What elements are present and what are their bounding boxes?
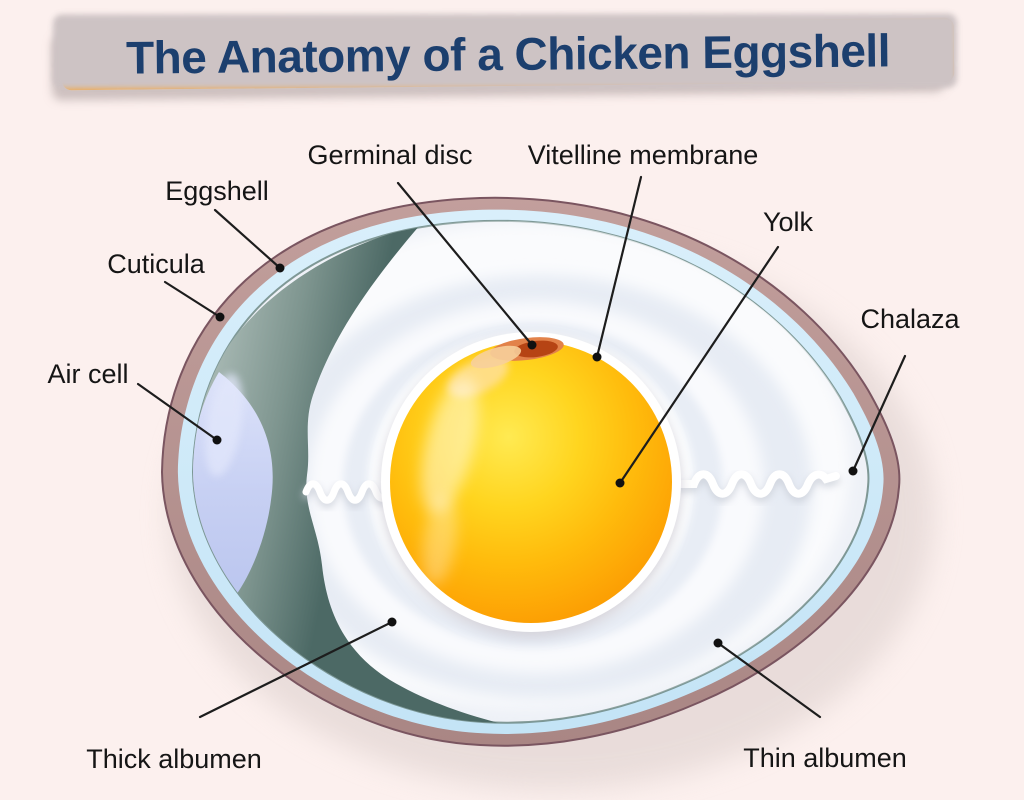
label-cuticula: Cuticula [107,249,205,280]
label-eggshell: Eggshell [165,176,269,207]
leader-dot-yolk [615,478,625,488]
leader-lines [136,175,907,719]
leader-line-thin-albumen [716,641,822,719]
leader-dot-thin-albumen [713,638,723,648]
leader-line-thick-albumen [198,620,394,719]
label-thin-albumen: Thin albumen [743,743,907,774]
label-chalaza: Chalaza [860,304,960,335]
germinal-disc-highlight [470,345,522,369]
leader-dot-chalaza [848,466,858,476]
leader-dot-vitelline [592,352,602,362]
chalaza-right [662,470,840,498]
label-yolk: Yolk [762,207,814,238]
label-thick-albumen: Thick albumen [86,744,262,775]
air-cell-highlight [205,373,243,477]
leader-dot-air-cell [212,435,222,445]
leader-line-chalaza [851,354,907,473]
inner-membrane-crescent [192,225,620,723]
leader-line-germinal-disc [396,181,534,347]
page-title: The Anatomy of a Chicken Eggshell [125,24,891,84]
germinal-disc-core [514,340,558,358]
leader-line-yolk [618,245,780,485]
leader-dots [212,263,858,648]
leader-line-vitelline [595,175,643,359]
leader-dot-eggshell [275,263,285,273]
yolk-gloss [421,376,479,514]
leader-line-eggshell [213,208,282,270]
leader-line-cuticula [163,280,222,319]
leader-dot-germinal-disc [527,340,537,350]
chalaza-left [302,479,404,504]
title-banner: The Anatomy of a Chicken Eggshell [61,17,955,91]
leader-dot-cuticula [215,312,225,322]
label-vitelline-membrane: Vitelline membrane [527,140,759,171]
yolk-gloss [422,495,458,585]
label-germinal-disc: Germinal disc [307,140,473,171]
label-air-cell: Air cell [47,359,129,390]
leader-line-air-cell [136,382,219,442]
leader-dot-thick-albumen [387,617,397,627]
